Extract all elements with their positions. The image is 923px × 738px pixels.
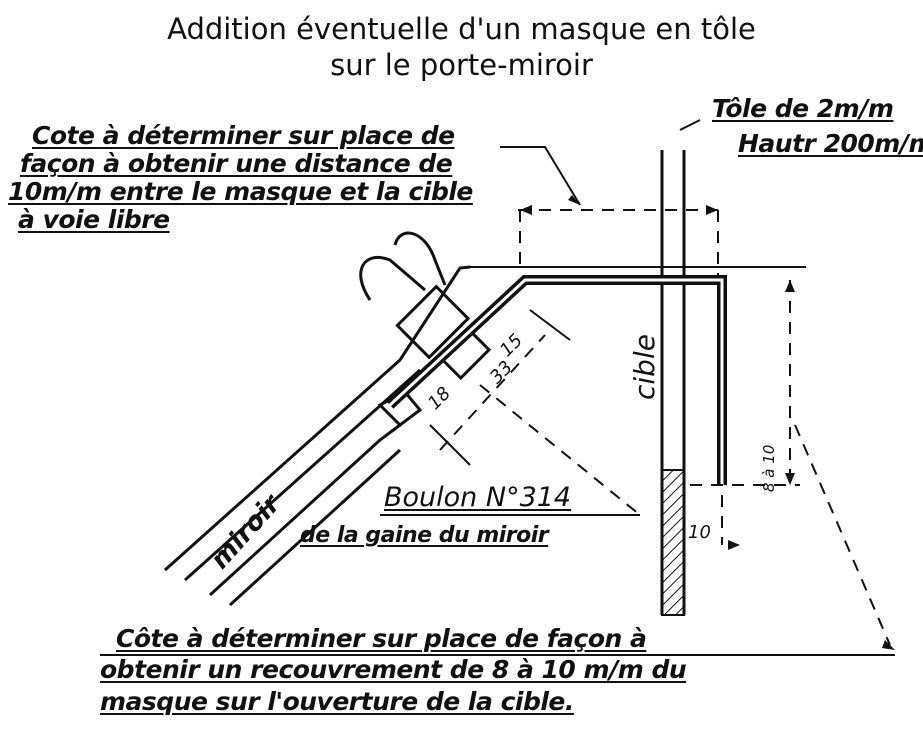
note-top-line-3: 10m/m entre le masque et la cible [8, 177, 473, 206]
note-top-line-2: façon à obtenir une distance de [20, 149, 453, 178]
note-bottom-line-1: Côte à déterminer sur place de façon à [116, 624, 647, 653]
bolt-sublabel: de la gaine du miroir [300, 523, 549, 548]
dimension-lines [439, 209, 891, 646]
masque-sheet [386, 275, 727, 485]
dimension-8-a-10: 8 à 10 [760, 444, 778, 492]
note-top-line-1: Cote à déterminer sur place de [32, 121, 455, 150]
note-top-line-4: à voie libre [18, 205, 170, 234]
sheet-label-thickness: Tôle de 2m/m [712, 94, 894, 123]
cible-plate [660, 150, 686, 616]
note-bottom-line-3: masque sur l'ouverture de la cible. [100, 687, 574, 716]
leader-lines [100, 119, 895, 656]
cible-label: cible [628, 334, 661, 400]
dimension-10: 10 [688, 522, 711, 543]
note-bottom-line-2: obtenir un recouvrement de 8 à 10 m/m du [100, 655, 687, 684]
title-line-2: sur le porte-miroir [330, 48, 593, 82]
mirror [164, 265, 471, 607]
title-line-1: Addition éventuelle d'un masque en tôle [167, 12, 756, 46]
bolt-label: Boulon N°314 [384, 482, 572, 513]
arrow-heads [520, 195, 895, 650]
sheet-label-height: Hautr 200m/m [738, 129, 923, 158]
bolt-wing-nut [359, 231, 492, 381]
